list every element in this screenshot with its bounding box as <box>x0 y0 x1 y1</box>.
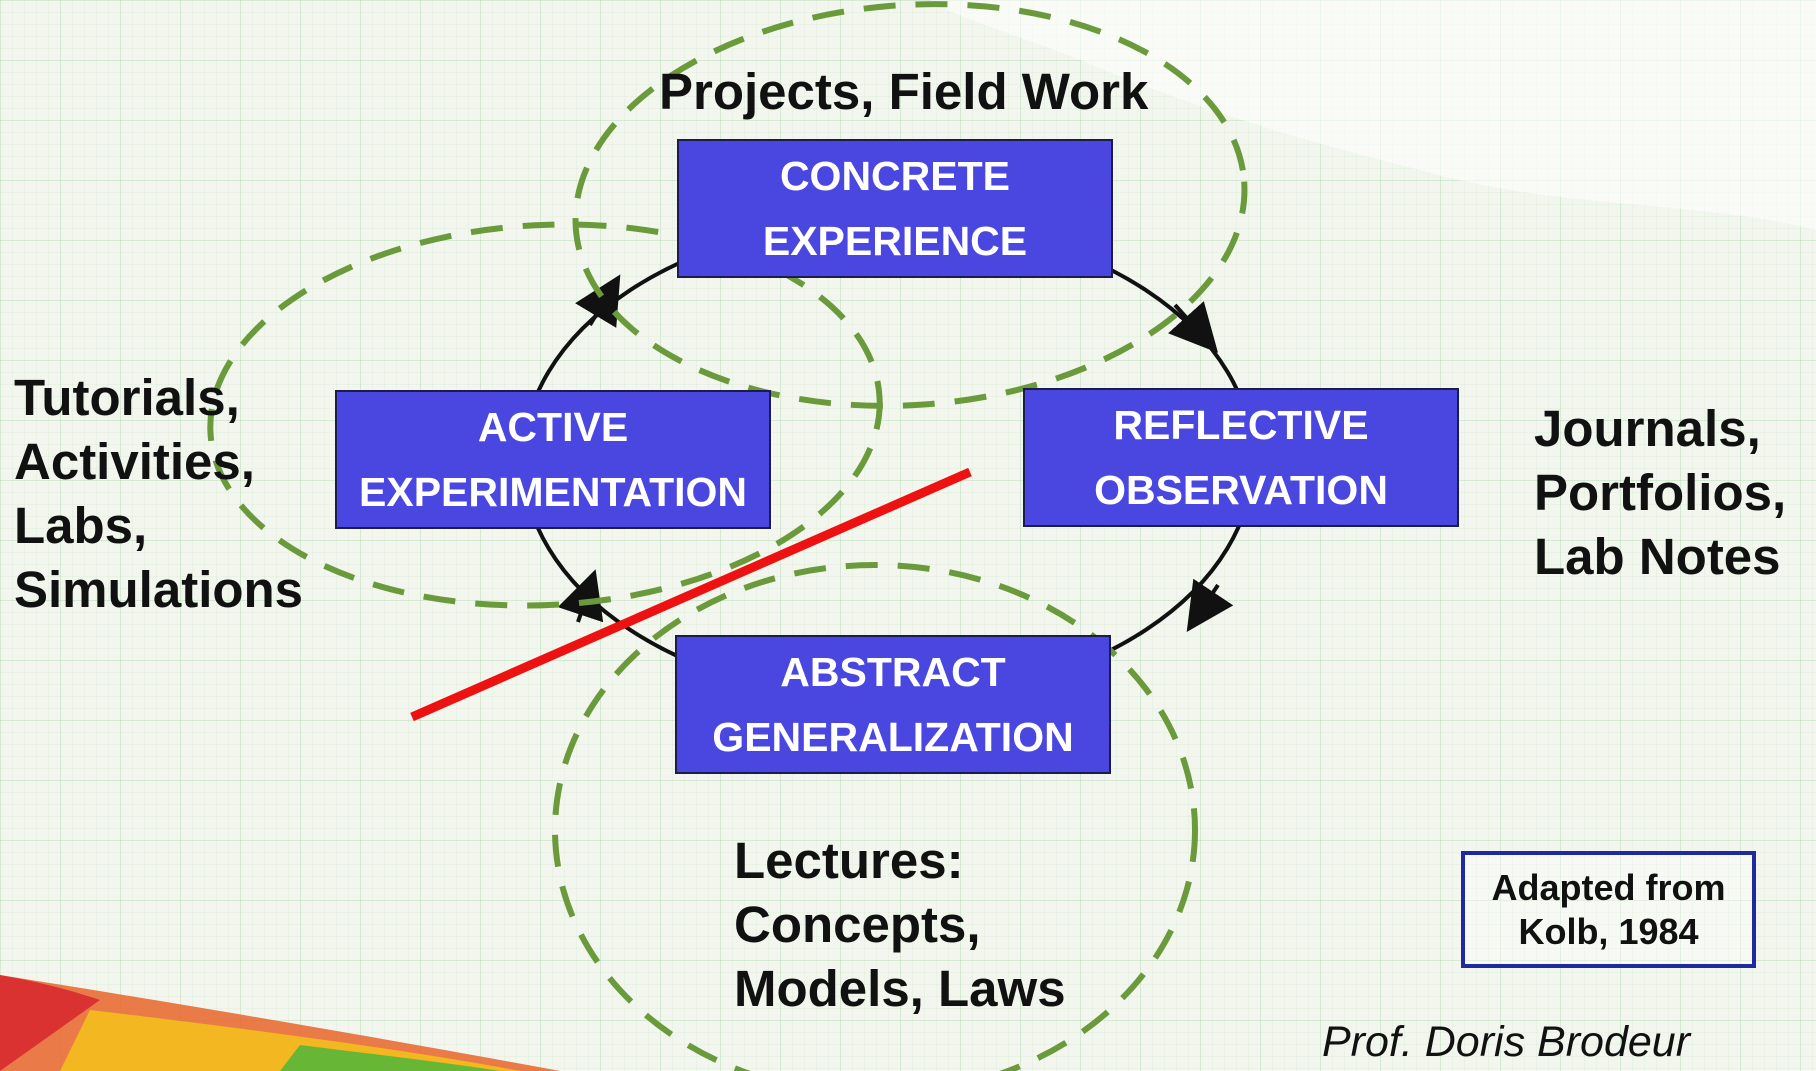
methods-reflective-line-3: Lab Notes <box>1534 528 1781 585</box>
source-credit-box: Adapted from Kolb, 1984 <box>1461 851 1756 968</box>
cycle-arrow-top-right <box>1168 301 1219 353</box>
source-credit-line-1: Adapted from <box>1491 866 1726 908</box>
methods-active-line-2: Activities, <box>14 433 255 490</box>
methods-abstract-line-2: Concepts, <box>734 896 981 953</box>
methods-abstract: Lectures: Concepts, Models, Laws <box>734 829 1066 1021</box>
methods-reflective-line-1: Journals, <box>1534 400 1761 457</box>
source-credit-line-2: Kolb, 1984 <box>1518 910 1699 952</box>
methods-reflective-line-2: Portfolios, <box>1534 464 1787 521</box>
methods-reflective: Journals, Portfolios, Lab Notes <box>1534 397 1786 589</box>
stage-concrete-line-2: EXPERIENCE <box>762 217 1028 264</box>
stage-active-line-1: ACTIVE <box>477 403 629 450</box>
methods-abstract-line-1: Lectures: <box>734 832 964 889</box>
white-cloud-shape <box>930 0 1816 230</box>
stage-reflective-line-1: REFLECTIVE <box>1113 401 1369 448</box>
dashed-ellipse-left <box>207 221 883 609</box>
methods-concrete: Projects, Field Work <box>659 60 1148 124</box>
methods-concrete-line-1: Projects, Field Work <box>659 63 1149 120</box>
cycle-arrow-bottom-left <box>557 569 604 623</box>
methods-abstract-line-3: Models, Laws <box>734 960 1066 1017</box>
stage-abstract-line-1: ABSTRACT <box>780 648 1006 695</box>
methods-active-line-1: Tutorials, <box>14 369 240 426</box>
cycle-arrow-bottom-right <box>1186 578 1234 632</box>
stage-reflective-line-2: OBSERVATION <box>1094 466 1388 513</box>
methods-active-line-3: Labs, <box>14 497 148 554</box>
cycle-arrow-top-left <box>575 274 621 328</box>
dashed-ellipse-top <box>572 1 1248 409</box>
stage-abstract-line-2: GENERALIZATION <box>712 713 1074 760</box>
stage-active-experimentation: ACTIVE EXPERIMENTATION <box>335 390 771 529</box>
stage-reflective-observation: REFLECTIVE OBSERVATION <box>1023 388 1459 527</box>
stage-concrete-experience: CONCRETE EXPERIENCE <box>677 139 1113 278</box>
stage-active-line-2: EXPERIMENTATION <box>359 468 747 515</box>
methods-active: Tutorials, Activities, Labs, Simulations <box>14 366 303 622</box>
rainbow-swoosh-yellow <box>60 1010 520 1071</box>
methods-active-line-4: Simulations <box>14 561 304 618</box>
stage-concrete-line-1: CONCRETE <box>779 152 1011 199</box>
dashed-ellipse-bottom <box>552 562 1198 1071</box>
rainbow-swoosh-red <box>0 975 100 1071</box>
red-diagonal-line <box>410 467 972 722</box>
author-credit: Prof. Doris Brodeur <box>1322 1018 1691 1066</box>
rainbow-swoosh-green <box>280 1045 500 1071</box>
stage-abstract-generalization: ABSTRACT GENERALIZATION <box>675 635 1111 774</box>
